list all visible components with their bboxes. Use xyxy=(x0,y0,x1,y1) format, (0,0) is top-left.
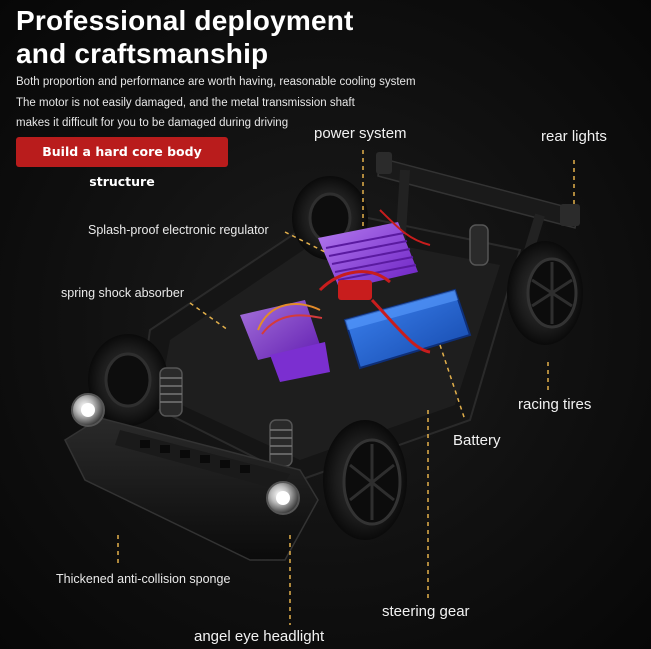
page-title: Professional deployment and craftsmanshi… xyxy=(16,4,354,70)
rear-right-tire xyxy=(507,241,583,345)
esc-heatsink xyxy=(318,222,418,290)
rear-frame xyxy=(376,152,580,282)
description-line-1: Both proportion and performance are wort… xyxy=(16,76,416,88)
shock-absorbers xyxy=(159,224,489,467)
label-battery: Battery xyxy=(453,432,501,449)
front-left-tire xyxy=(88,334,168,426)
label-electronic-regulator: Splash-proof electronic regulator xyxy=(88,223,269,237)
leader-lines xyxy=(117,150,575,625)
label-shock-absorber: spring shock absorber xyxy=(61,286,184,300)
label-racing-tires: racing tires xyxy=(518,396,592,413)
label-rear-lights: rear lights xyxy=(541,128,607,145)
description-line-3: makes it difficult for you to be damaged… xyxy=(16,117,289,129)
title-line-1: Professional deployment xyxy=(16,5,354,36)
front-right-tire xyxy=(323,420,407,540)
headlights xyxy=(71,393,300,515)
chassis-plate xyxy=(138,208,522,482)
label-anti-collision-sponge: Thickened anti-collision sponge xyxy=(56,572,231,586)
wiring xyxy=(257,209,431,335)
label-angel-eye-headlight: angel eye headlight xyxy=(194,628,325,645)
battery-pack xyxy=(318,270,472,370)
title-line-2: and craftsmanship xyxy=(16,38,269,69)
description: Both proportion and performance are wort… xyxy=(16,72,416,134)
front-bumper xyxy=(64,417,319,561)
description-line-2: The motor is not easily damaged, and the… xyxy=(16,96,355,109)
body-structure-badge: Build a hard core body structure xyxy=(16,137,228,189)
label-steering-gear: steering gear xyxy=(382,603,470,620)
label-power-system: power system xyxy=(314,125,407,142)
